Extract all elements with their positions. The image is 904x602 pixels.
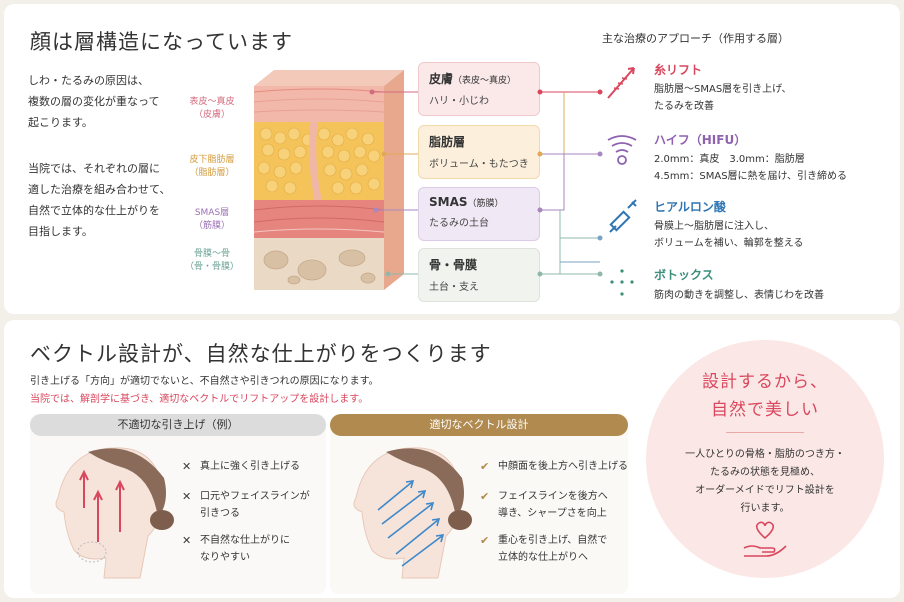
treatments-heading: 主な治療のアプローチ（作用する層）	[602, 32, 789, 45]
label-bone: 骨膜〜骨（骨・骨膜）	[184, 249, 239, 272]
summary-headline: 設計するから、 自然で美しい	[702, 372, 828, 420]
layer-card-fat: 脂肪層 ボリューム・もたつき	[418, 125, 540, 179]
section-title-vector: ベクトル設計が、自然な仕上がりをつくります	[30, 342, 492, 366]
face-illustration-bad	[55, 447, 174, 579]
bad-item-1: 真上に強く引き上げる	[200, 461, 300, 472]
lead-text-red: 当院では、解剖学に基づき、適切なベクトルでリフトアップを設計します。	[30, 394, 369, 405]
intro-text-1: しわ・たるみの原因は、 複数の層の変化が重なって 起こります。	[28, 74, 160, 129]
treatment-thread-lift: 糸リフト 脂肪層〜SMAS層を引き上げ、たるみを改善	[654, 63, 792, 112]
heart-hand-icon	[743, 521, 787, 557]
treatment-hyaluronic: ヒアルロン酸 骨膜上〜脂肪層に注入し、ボリュームを補い、輪郭を整える	[654, 200, 804, 249]
summary-text: 一人ひとりの骨格・脂肪のつき方・ たるみの状態を見極め、 オーダーメイドでリフト…	[685, 449, 845, 514]
thread-lift-icon	[607, 67, 635, 99]
bad-item-2: 口元やフェイスラインが引きつる	[200, 491, 310, 519]
x-mark-icon: ✕	[182, 460, 192, 473]
good-example-pill: 適切なベクトル設計	[330, 414, 628, 436]
bad-item-3: 不自然な仕上がりになりやすい	[200, 535, 290, 563]
treatment-botox: ボトックス 筋肉の動きを調整し、表情じわを改善	[654, 268, 824, 301]
skin-layers-illustration	[253, 70, 404, 290]
x-mark-icon: ✕	[182, 534, 192, 547]
dots-icon	[610, 269, 634, 296]
x-mark-icon: ✕	[182, 490, 192, 503]
layer-card-skin: 皮膚（表皮〜真皮） ハリ・小じわ	[418, 62, 540, 116]
connector-lines	[369, 89, 603, 277]
label-fat: 皮下脂肪層（脂肪層）	[189, 155, 235, 178]
section-title-layers: 顔は層構造になっています	[30, 30, 293, 54]
divider	[726, 432, 804, 433]
hifu-wave-icon	[607, 135, 637, 165]
good-item-3: 重心を引き上げ、自然で立体的な仕上がりへ	[498, 535, 608, 563]
bad-example-pill: 不適切な引き上げ（例）	[30, 414, 326, 436]
label-smas: SMAS層（筋膜）	[193, 208, 230, 231]
check-mark-icon: ✔	[480, 534, 490, 547]
syringe-icon	[609, 199, 637, 233]
intro-text-2: 当院では、それぞれの層に 適した治療を組み合わせて、 自然で立体的な仕上がりを …	[28, 162, 171, 238]
good-item-1: 中顔面を後上方へ引き上げる	[498, 461, 628, 472]
layer-card-bone: 骨・骨膜 土台・支え	[418, 248, 540, 302]
check-mark-icon: ✔	[480, 490, 490, 503]
label-skin: 表皮〜真皮（皮膚）	[189, 97, 235, 120]
layer-card-smas: SMAS（筋膜） たるみの土台	[418, 187, 540, 241]
layer-structure-panel: 顔は層構造になっています しわ・たるみの原因は、 複数の層の変化が重なって 起こ…	[4, 4, 900, 314]
check-mark-icon: ✔	[480, 460, 490, 473]
face-illustration-good	[353, 447, 472, 579]
good-item-2: フェイスラインを後方へ導き、シャープさを向上	[498, 491, 608, 519]
vector-design-panel: ベクトル設計が、自然な仕上がりをつくります 引き上げる「方向」が適切でないと、不…	[4, 320, 900, 598]
lead-text: 引き上げる「方向」が適切でないと、不自然さや引きつれの原因になります。	[30, 376, 379, 387]
